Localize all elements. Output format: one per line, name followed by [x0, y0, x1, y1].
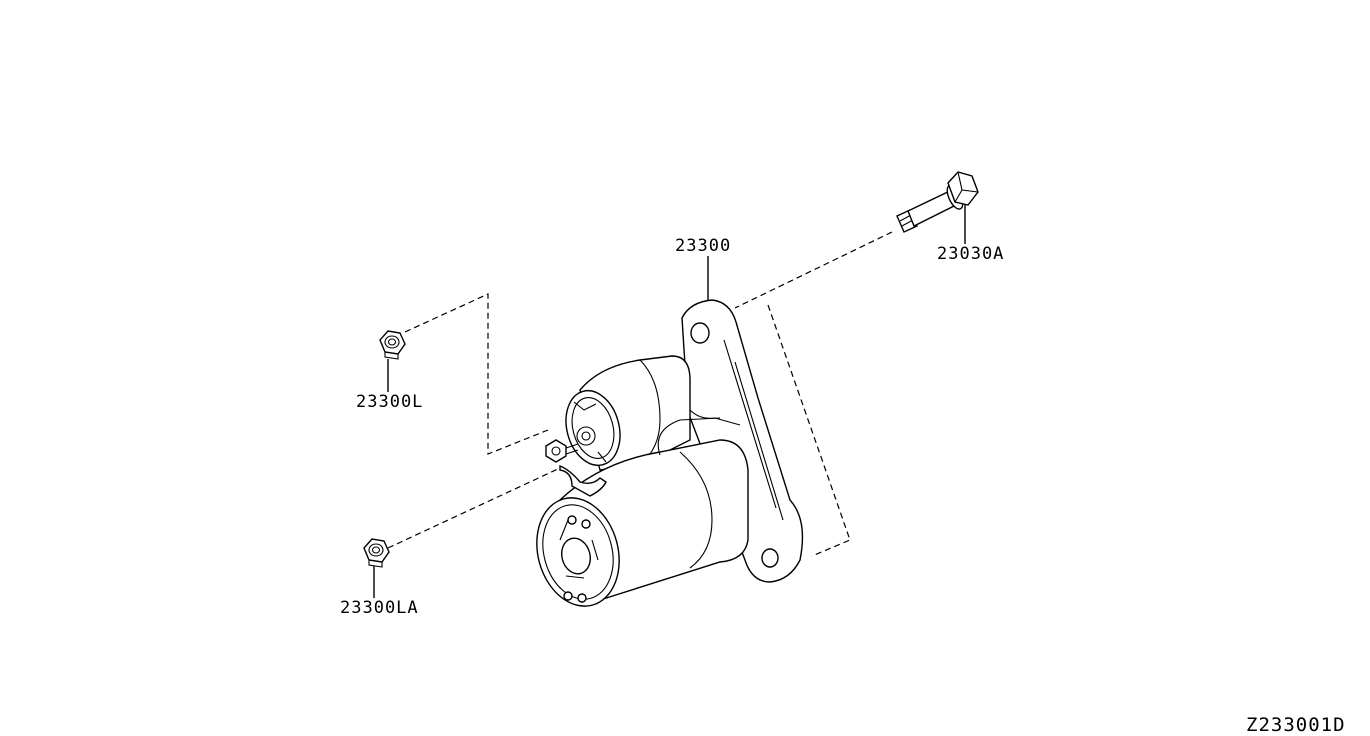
nut-23300la — [363, 538, 390, 598]
part-label-starter: 23300 — [675, 236, 731, 256]
diagram-reference-code: Z233001D — [1246, 714, 1346, 736]
assembly-lines — [387, 231, 893, 557]
part-label-nut-upper: 23300L — [356, 392, 423, 412]
bolt-23030a — [896, 171, 979, 244]
nut-23300l — [379, 330, 406, 392]
starter-motor-23300 — [536, 256, 804, 607]
part-label-nut-lower: 23300LA — [340, 598, 419, 618]
part-label-bolt: 23030A — [937, 244, 1004, 264]
